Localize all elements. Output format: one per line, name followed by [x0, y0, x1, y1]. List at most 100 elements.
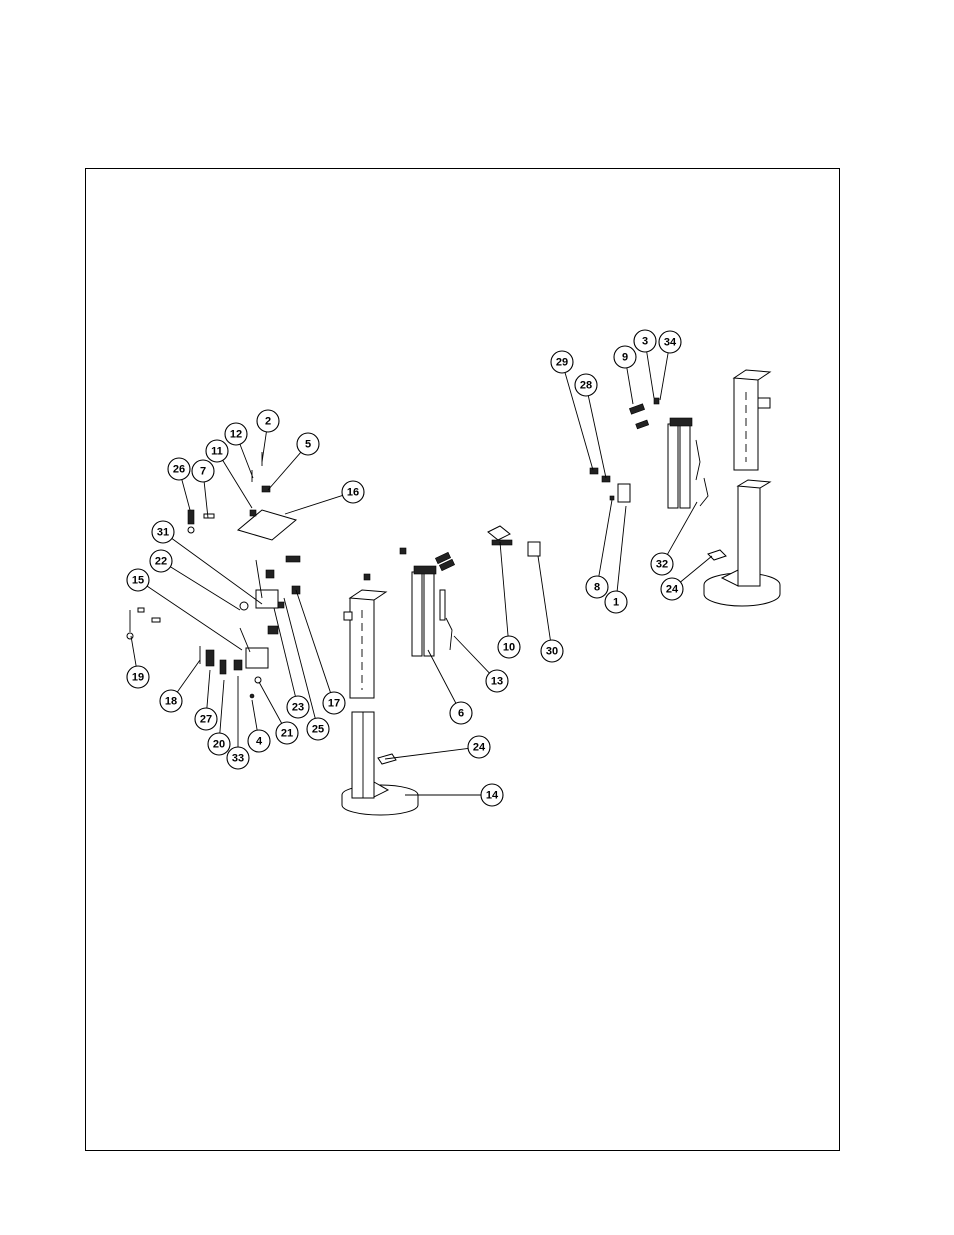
callout-label-c26: 26 [173, 464, 185, 476]
callout-c32: 32 [651, 553, 673, 575]
leader-c7 [204, 482, 208, 518]
fitting-23 [278, 602, 284, 608]
callout-c22: 22 [150, 550, 172, 572]
callout-c14: 14 [481, 784, 503, 806]
cylinder-6-top [414, 566, 436, 574]
knob-26 [188, 527, 194, 533]
pin-8 [610, 496, 614, 500]
cylinder-right-b [680, 424, 690, 508]
leader-c19 [131, 636, 136, 666]
callout-c8: 8 [586, 576, 608, 598]
handle-26 [188, 510, 194, 524]
leader-c6 [428, 650, 456, 703]
callout-label-c9: 9 [622, 352, 628, 364]
callout-c18: 18 [160, 690, 182, 712]
callout-c3: 3 [634, 330, 656, 352]
shim-plate-right [708, 550, 726, 560]
leader-c15 [147, 586, 242, 650]
callout-c9: 9 [614, 346, 636, 368]
callout-label-c32: 32 [656, 559, 668, 571]
lever-15 [240, 628, 250, 652]
callout-label-c8: 8 [594, 582, 600, 594]
callout-c24a: 24 [468, 736, 490, 758]
leader-c28 [588, 396, 606, 478]
valve-plate-assembly [127, 452, 300, 698]
callout-label-c17: 17 [328, 698, 340, 710]
leader-c24b [680, 556, 712, 582]
callout-c20: 20 [208, 733, 230, 755]
screw-4 [250, 694, 254, 698]
callout-label-c3: 3 [642, 336, 648, 348]
callout-label-c12: 12 [230, 429, 242, 441]
leader-c31 [172, 538, 262, 604]
elbow-b [266, 570, 274, 578]
callout-c24b: 24 [661, 578, 683, 600]
leader-c12 [240, 444, 253, 478]
post-stub-right [758, 398, 770, 408]
leader-c16 [285, 495, 343, 514]
callout-c6: 6 [450, 702, 472, 724]
fitting-17 [286, 556, 300, 562]
bolt-9 [629, 404, 644, 414]
nut-left [364, 574, 370, 580]
callout-label-c4: 4 [256, 736, 263, 748]
callout-label-c24b: 24 [666, 584, 679, 596]
callout-c28: 28 [575, 374, 597, 396]
callout-c25: 25 [307, 718, 329, 740]
leader-c27 [207, 670, 210, 708]
callout-label-c5: 5 [305, 439, 311, 451]
leader-c13 [454, 636, 489, 673]
elbow-a [268, 626, 278, 634]
callout-c34: 34 [659, 331, 681, 353]
callout-label-c29: 29 [556, 357, 568, 369]
callout-c5: 5 [297, 433, 319, 455]
callout-c17: 17 [323, 692, 345, 714]
fitting-33 [234, 660, 242, 670]
leader-c11 [223, 460, 252, 508]
cylinder-6-right [424, 572, 434, 656]
leader-c18 [177, 660, 200, 692]
callout-label-c19: 19 [132, 672, 144, 684]
callout-c29: 29 [551, 351, 573, 373]
knob-19 [127, 633, 133, 639]
part-3 [654, 398, 659, 404]
leader-c3 [647, 352, 654, 398]
fitting-10 [488, 526, 510, 540]
hose-13 [446, 618, 452, 650]
callout-c31: 31 [152, 521, 174, 543]
nut-center [400, 548, 406, 554]
callout-label-c20: 20 [213, 739, 225, 751]
callout-label-c15: 15 [132, 575, 144, 587]
lower-post-right [738, 486, 760, 586]
lower-post-right-cap [738, 480, 770, 488]
leader-c10 [500, 542, 508, 636]
callout-c12: 12 [225, 423, 247, 445]
cylinder-6-left [412, 572, 422, 656]
callout-label-c30: 30 [546, 646, 558, 658]
base-plate-right-edge [704, 585, 780, 606]
callout-label-c13: 13 [491, 676, 503, 688]
leader-c32 [667, 502, 697, 554]
bracket-1 [618, 484, 630, 502]
bracket-11 [250, 510, 256, 516]
block-30 [528, 542, 540, 556]
callout-c19: 19 [127, 666, 149, 688]
cylinder-right-top [670, 418, 692, 426]
rod-6 [440, 590, 445, 620]
leader-c22 [170, 567, 240, 610]
callout-label-c31: 31 [157, 527, 169, 539]
pin-19c [152, 618, 160, 622]
fitting-10-bar [492, 540, 512, 545]
callout-c11: 11 [206, 440, 228, 462]
leader-c2 [262, 432, 266, 462]
leader-c34 [660, 353, 668, 400]
callout-label-c11: 11 [211, 446, 223, 458]
leader-c17 [296, 590, 330, 693]
callout-c33: 33 [227, 747, 249, 769]
fitting-29 [590, 468, 598, 474]
callout-c16: 16 [342, 481, 364, 503]
leader-c30 [538, 556, 550, 640]
callout-label-c2: 2 [265, 416, 271, 428]
callout-label-c7: 7 [200, 466, 206, 478]
post-stub-left [344, 612, 352, 620]
